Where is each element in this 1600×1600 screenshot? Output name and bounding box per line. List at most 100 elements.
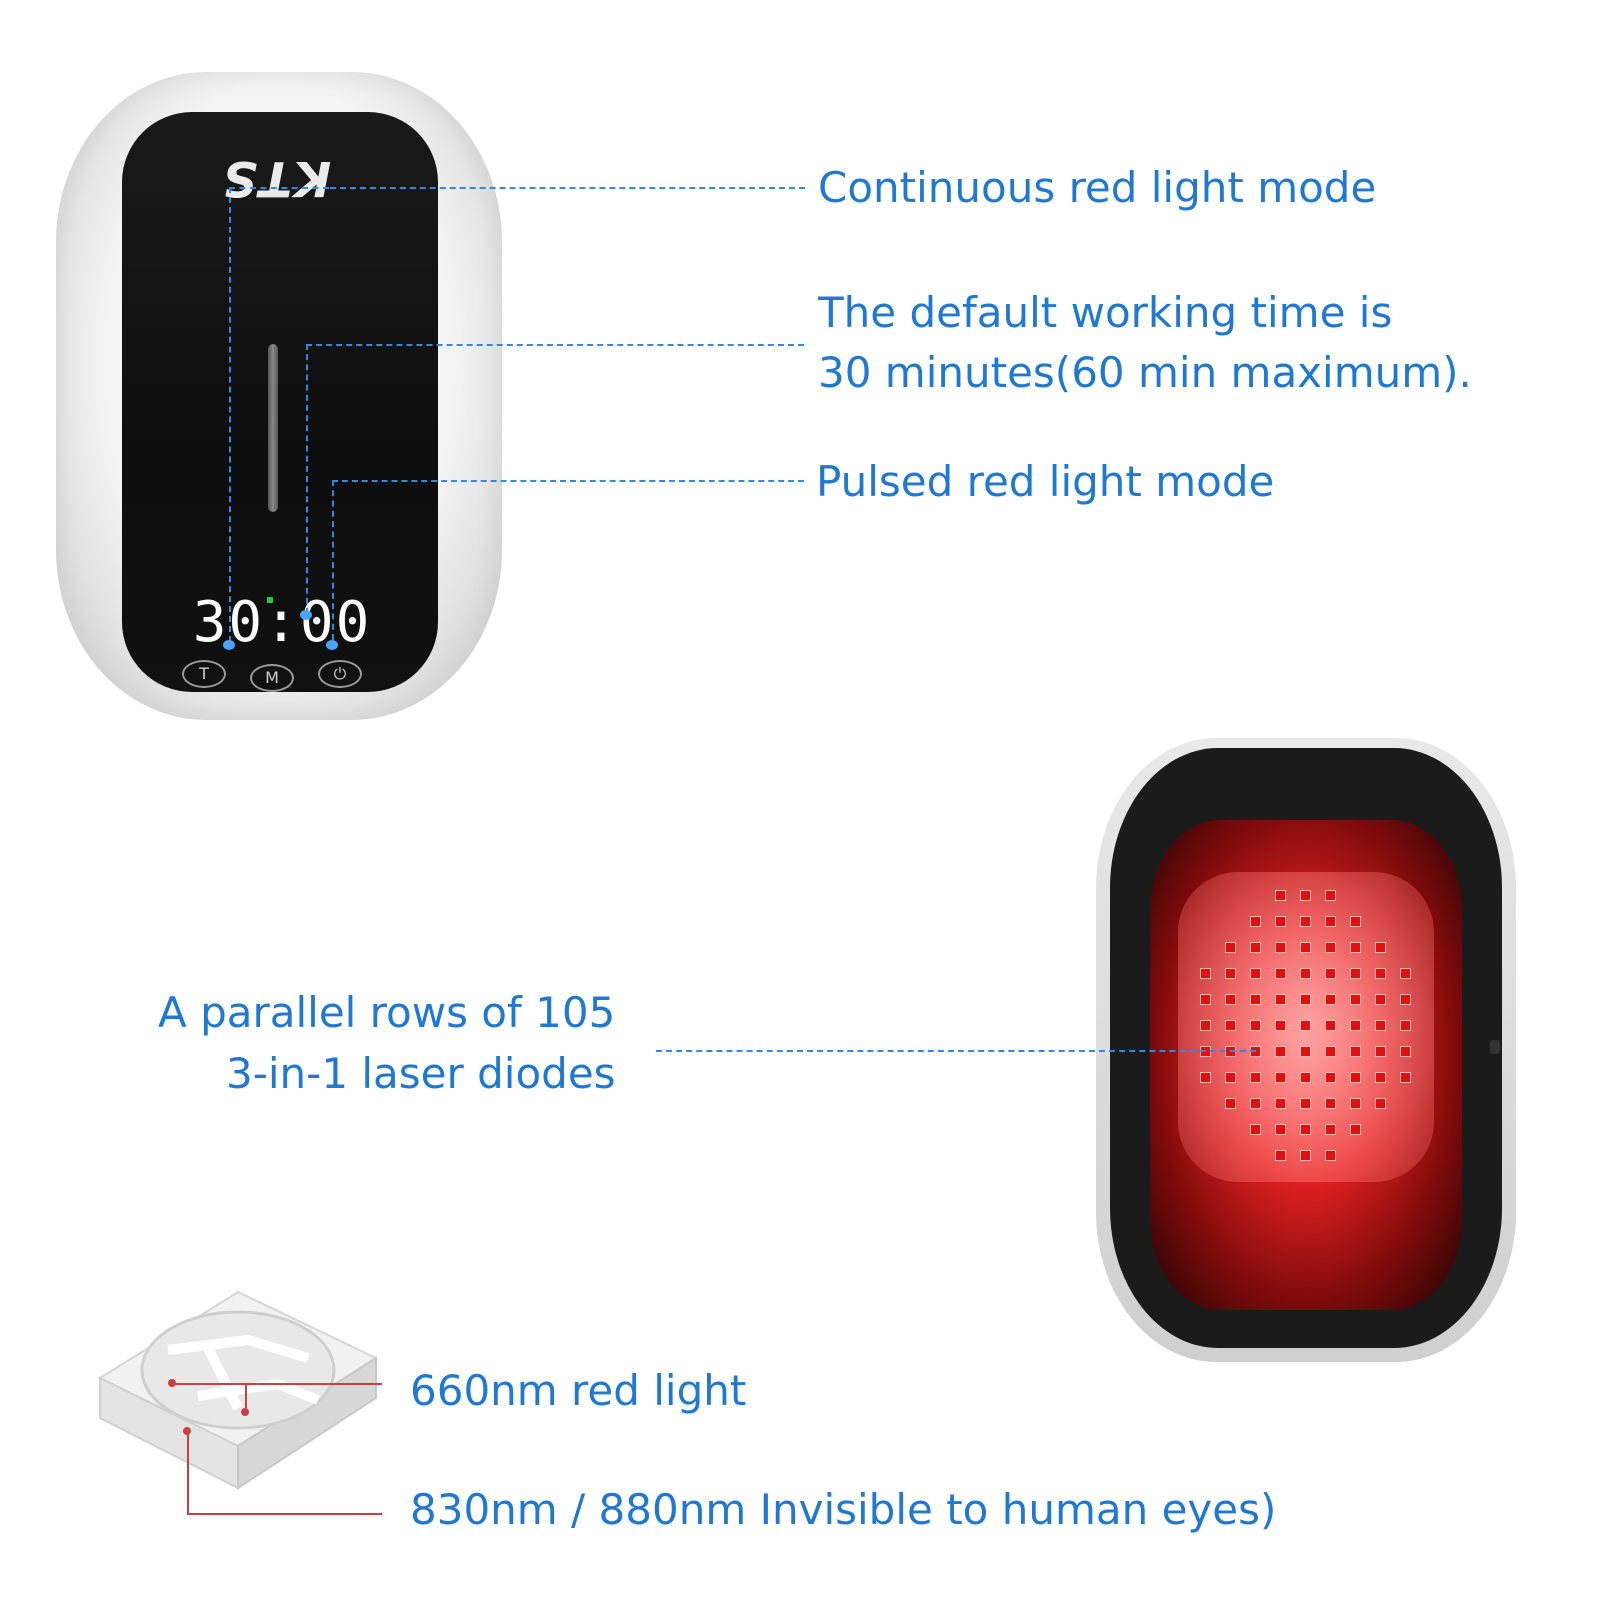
laser-diode — [1275, 916, 1286, 927]
callout-pulsed: Pulsed red light mode — [816, 457, 1275, 506]
laser-diode — [1275, 1046, 1286, 1057]
laser-diode — [1375, 968, 1386, 979]
laser-diode — [1225, 968, 1236, 979]
indicator-slot — [268, 344, 278, 512]
laser-diode — [1275, 890, 1286, 901]
leader-dot-power — [326, 640, 338, 650]
laser-diode — [1300, 916, 1311, 927]
laser-diode — [1325, 1020, 1336, 1031]
laser-diode — [1325, 916, 1336, 927]
callout-continuous: Continuous red light mode — [818, 163, 1377, 212]
laser-diode — [1300, 890, 1311, 901]
leader-continuous-h — [330, 187, 805, 189]
callout-invisible: 830nm / 880nm Invisible to human eyes) — [410, 1485, 1277, 1534]
laser-diode — [1325, 942, 1336, 953]
laser-diode — [1200, 1020, 1211, 1031]
callout-diodes-1: A parallel rows of 105 — [158, 988, 616, 1037]
time-button-label: T — [199, 664, 209, 683]
laser-diode — [1325, 968, 1336, 979]
device-control-face — [122, 112, 438, 692]
mode-button-label: M — [265, 668, 279, 687]
laser-diode — [1275, 968, 1286, 979]
leader-dot-mode — [300, 610, 312, 620]
leader-time-h — [306, 344, 804, 346]
laser-diode — [1250, 1020, 1261, 1031]
laser-diode — [1275, 994, 1286, 1005]
laser-diode — [1250, 1124, 1261, 1135]
laser-diode — [1400, 1046, 1411, 1057]
laser-diode — [1300, 1150, 1311, 1161]
laser-diode — [1325, 1046, 1336, 1057]
laser-diode — [1350, 1098, 1361, 1109]
laser-diode — [1325, 994, 1336, 1005]
chip-dot-red-2 — [241, 1408, 249, 1416]
laser-diode — [1375, 1020, 1386, 1031]
chip-line-ir-v — [187, 1431, 189, 1514]
laser-diode — [1375, 942, 1386, 953]
time-button[interactable]: T — [182, 660, 226, 688]
laser-diode — [1325, 1072, 1336, 1083]
diode-panel — [1178, 872, 1434, 1182]
callout-red-light: 660nm red light — [410, 1366, 747, 1415]
laser-diode — [1225, 994, 1236, 1005]
laser-diode — [1250, 1098, 1261, 1109]
laser-diode — [1400, 994, 1411, 1005]
laser-diode — [1375, 1098, 1386, 1109]
laser-diode — [1300, 994, 1311, 1005]
laser-diode — [1400, 1020, 1411, 1031]
leader-pulsed-v — [332, 480, 334, 640]
leader-continuous-v — [229, 187, 231, 642]
laser-chip-illustration — [98, 1290, 378, 1490]
laser-diode — [1300, 1072, 1311, 1083]
laser-diode — [1200, 968, 1211, 979]
laser-diode — [1325, 1150, 1336, 1161]
laser-diode — [1375, 1046, 1386, 1057]
laser-diode — [1350, 1124, 1361, 1135]
status-led — [267, 597, 273, 603]
callout-default-time-2: 30 minutes(60 min maximum). — [818, 348, 1472, 397]
laser-diode — [1350, 994, 1361, 1005]
laser-diode — [1250, 916, 1261, 927]
laser-diode — [1275, 1098, 1286, 1109]
laser-diode — [1350, 968, 1361, 979]
leader-continuous-h2 — [229, 187, 329, 189]
laser-diode — [1250, 1072, 1261, 1083]
laser-diode — [1350, 1046, 1361, 1057]
mode-button[interactable]: M — [250, 664, 294, 692]
laser-diode — [1300, 942, 1311, 953]
laser-diode — [1400, 1072, 1411, 1083]
laser-diode — [1375, 994, 1386, 1005]
chip-line-red — [172, 1383, 382, 1385]
laser-diode — [1200, 1072, 1211, 1083]
laser-diode — [1325, 1098, 1336, 1109]
laser-diode — [1350, 942, 1361, 953]
laser-diode — [1225, 1020, 1236, 1031]
laser-diode — [1350, 1020, 1361, 1031]
laser-diode — [1275, 942, 1286, 953]
power-icon: ⏻ — [333, 664, 347, 683]
laser-diode — [1275, 1072, 1286, 1083]
laser-diode — [1250, 942, 1261, 953]
callout-diodes-2: 3-in-1 laser diodes — [226, 1049, 616, 1098]
laser-diode — [1275, 1020, 1286, 1031]
laser-diode — [1350, 916, 1361, 927]
laser-diode — [1225, 1072, 1236, 1083]
laser-diode — [1200, 994, 1211, 1005]
leader-diodes — [656, 1050, 1256, 1052]
chip-line-ir — [187, 1513, 382, 1515]
brand-logo: KTS — [220, 150, 332, 206]
side-knob — [1490, 1040, 1500, 1054]
laser-diode — [1250, 994, 1261, 1005]
laser-diode — [1225, 1098, 1236, 1109]
laser-diode — [1275, 1150, 1286, 1161]
leader-pulsed-h — [332, 480, 804, 482]
laser-diode — [1300, 1124, 1311, 1135]
timer-display: 30:00 — [192, 590, 372, 655]
leader-dot-time — [223, 640, 235, 650]
laser-diode — [1400, 968, 1411, 979]
laser-diode — [1300, 968, 1311, 979]
leader-time-v — [306, 344, 308, 614]
power-button[interactable]: ⏻ — [318, 660, 362, 688]
laser-diode — [1300, 1098, 1311, 1109]
laser-diode — [1275, 1124, 1286, 1135]
